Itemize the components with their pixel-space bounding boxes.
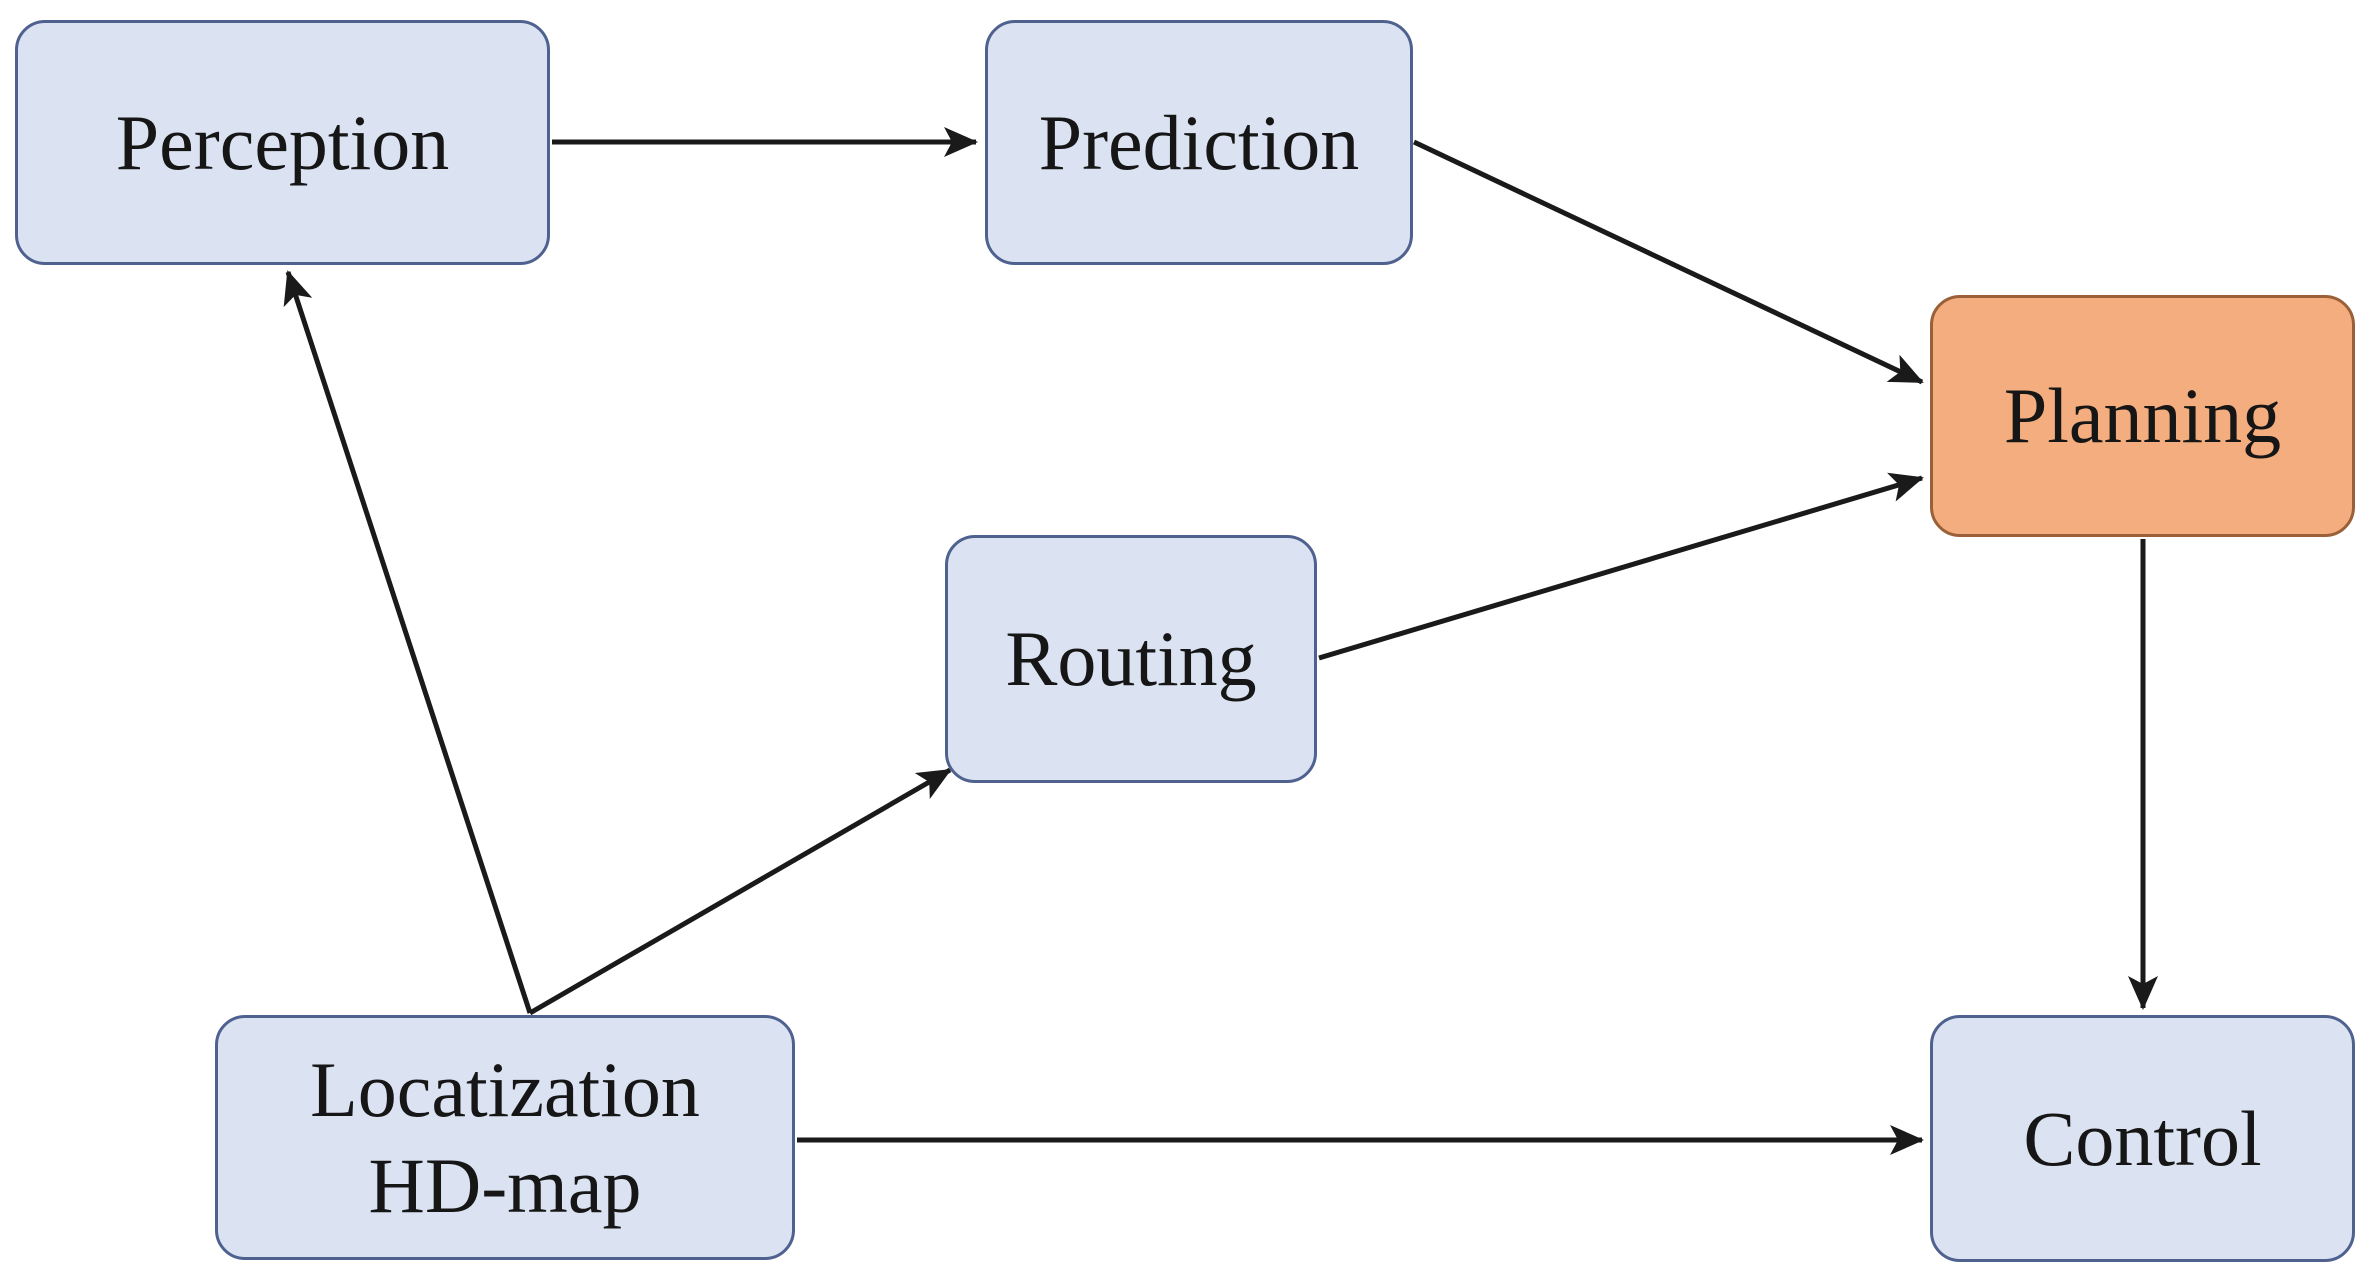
node-prediction: Prediction (985, 20, 1413, 265)
node-localization-hd-map: Locatization HD-map (215, 1015, 795, 1260)
node-planning: Planning (1930, 295, 2355, 537)
node-control-label: Control (2023, 1094, 2262, 1182)
edge-prediction-to-planning (1412, 139, 1924, 385)
node-perception-label: Perception (115, 98, 450, 186)
node-planning-label: Planning (2003, 372, 2282, 460)
edge-routing-to-planning (1318, 472, 1924, 661)
node-routing-label: Routing (1005, 615, 1257, 703)
node-localization-label-line2: HD-map (368, 1141, 642, 1229)
edge-localization-to-routing (528, 767, 952, 1016)
node-perception: Perception (15, 20, 550, 265)
node-control: Control (1930, 1015, 2355, 1262)
node-routing: Routing (945, 535, 1317, 783)
node-prediction-label: Prediction (1038, 98, 1360, 186)
edge-localization-to-perception (283, 270, 533, 1014)
node-localization-label-line1: Locatization (310, 1046, 700, 1134)
